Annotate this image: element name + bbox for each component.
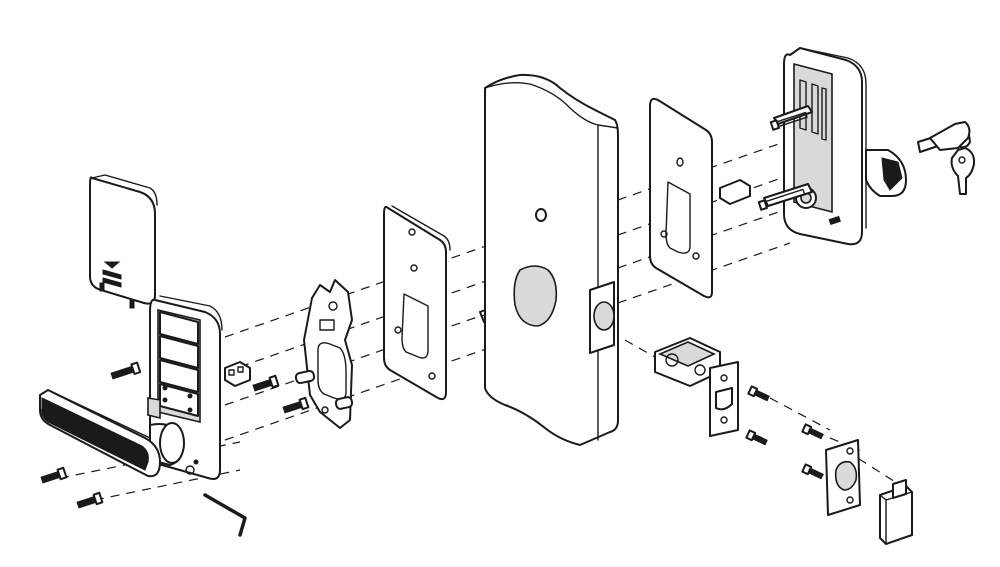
screw-icon (110, 361, 142, 380)
plate-icon (383, 205, 451, 401)
hex-wrench-icon (203, 493, 247, 537)
interior-lock-icon (719, 47, 907, 246)
keys-icon (917, 121, 976, 195)
screw-icon (252, 374, 280, 392)
screw-icon (828, 215, 841, 226)
latch-icon (654, 337, 739, 437)
screw-icon (757, 188, 806, 211)
strike-plate-icon (825, 439, 861, 516)
connector-icon (224, 361, 251, 387)
bracket-icon (294, 279, 354, 429)
screw-icon (76, 491, 104, 509)
screw-icon (801, 423, 824, 440)
door-icon (484, 73, 619, 446)
screw-icon (801, 463, 824, 480)
gasket-icon (649, 97, 713, 299)
screw-icon (745, 429, 768, 446)
strike-box-icon (879, 479, 913, 545)
screw-icon (40, 466, 68, 484)
screw-icon (282, 396, 310, 414)
battery-cover-icon (89, 174, 158, 309)
screw-icon (747, 385, 770, 402)
screw-icon (769, 111, 808, 131)
lever-handle-icon (39, 389, 185, 478)
screws (40, 111, 841, 509)
